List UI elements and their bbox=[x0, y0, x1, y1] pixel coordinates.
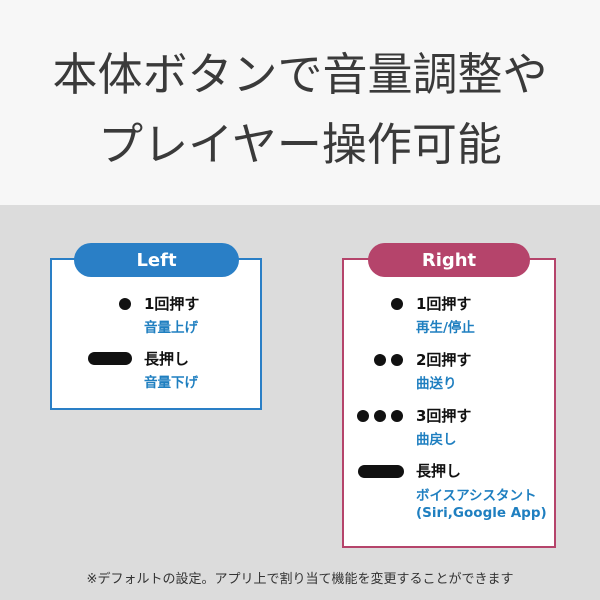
single-press-icon bbox=[391, 298, 403, 310]
right-action-3: 3回押す bbox=[416, 407, 472, 425]
left-result-2: 音量下げ bbox=[144, 375, 198, 391]
left-action-1: 1回押す bbox=[144, 295, 200, 313]
right-action-1: 1回押す bbox=[416, 295, 472, 313]
triple-press-icon bbox=[357, 410, 369, 422]
footnote: ※デフォルトの設定。アプリ上で割り当て機能を変更することができます bbox=[86, 572, 514, 587]
right-result-1: 再生/停止 bbox=[416, 320, 475, 336]
left-result-1: 音量上げ bbox=[144, 320, 198, 336]
double-press-icon bbox=[391, 354, 403, 366]
triple-press-icon bbox=[374, 410, 386, 422]
right-result-3: 曲戻し bbox=[416, 432, 457, 448]
left-panel-label: Left bbox=[74, 243, 239, 277]
triple-press-icon bbox=[391, 410, 403, 422]
right-result-2: 曲送り bbox=[416, 376, 457, 392]
double-press-icon bbox=[374, 354, 386, 366]
long-press-icon bbox=[88, 352, 132, 365]
single-press-icon bbox=[119, 298, 131, 310]
long-press-icon bbox=[358, 465, 404, 478]
right-action-4: 長押し bbox=[416, 462, 462, 480]
headline-line-1: 本体ボタンで音量調整や bbox=[52, 48, 548, 101]
right-action-2: 2回押す bbox=[416, 351, 472, 369]
right-panel-label: Right bbox=[368, 243, 530, 277]
right-result-4: ボイスアシスタント bbox=[416, 488, 537, 504]
headline-section: 本体ボタンで音量調整や プレイヤー操作可能 bbox=[0, 0, 600, 205]
headline-line-2: プレイヤー操作可能 bbox=[98, 118, 502, 171]
right-result-4-note: (Siri,Google App) bbox=[416, 505, 547, 521]
right-panel bbox=[342, 258, 556, 548]
left-action-2: 長押し bbox=[144, 350, 190, 368]
